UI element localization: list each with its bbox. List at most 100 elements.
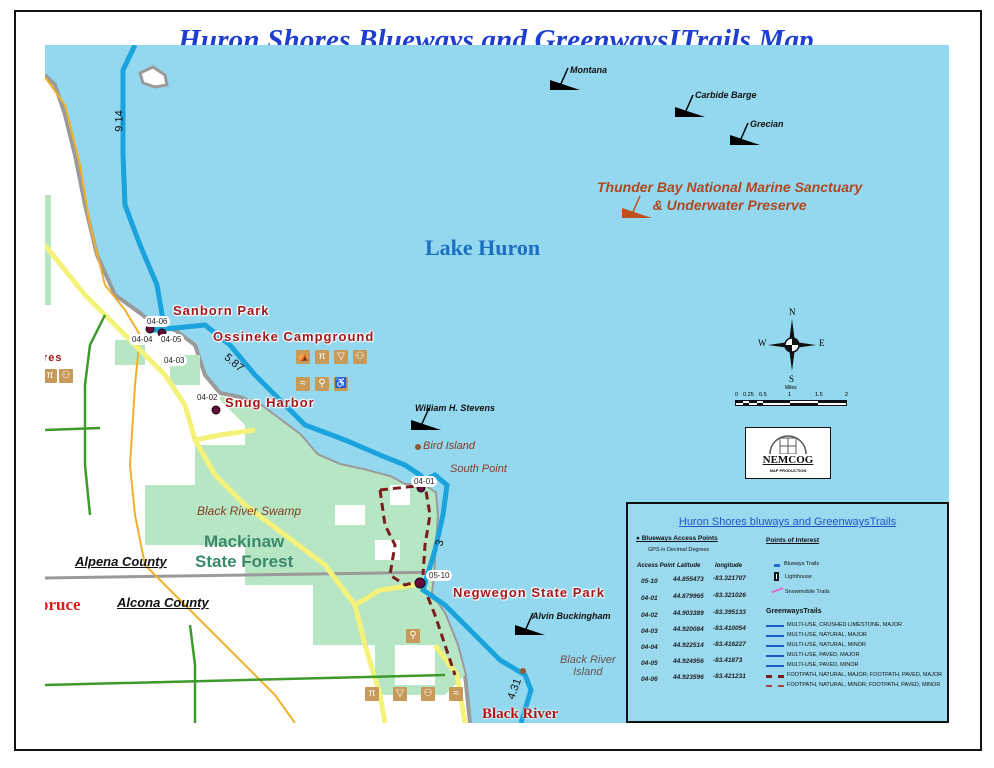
footpaths (378, 483, 457, 676)
trail-swatch-icon (766, 655, 784, 657)
black-river-island-line1: Black River (560, 654, 616, 666)
column-header-longitude: longitude (715, 563, 742, 569)
snowmobile-trail-swatch-icon (771, 587, 785, 596)
scale-tick: 2 (845, 392, 849, 398)
row-lat: 44.879965 (673, 593, 704, 600)
row-lon: -83.416227 (713, 641, 746, 648)
row-lon: -83.421231 (713, 673, 746, 680)
place-partial-left-bottom: pruce (45, 595, 81, 614)
sanctuary-label-line1: Thunder Bay National Marine Sanctuary (597, 179, 863, 195)
black-river-island-line2: Island (573, 666, 603, 678)
accessible-fishing-icon: ♿ (334, 377, 348, 391)
row-lat: 44.923596 (673, 674, 704, 681)
drinking-water-icon: ▽ (393, 687, 407, 701)
wreck-label-carbide-barge[interactable]: Carbide Barge (695, 90, 757, 100)
row-id: 05-10 (641, 578, 658, 585)
mackinaw-state-forest-label: Mackinaw State Forest (195, 532, 293, 572)
black-river-swamp-label: Black River Swamp (197, 504, 302, 518)
place-negwegon-state-park[interactable]: Negwegon State Park (453, 585, 605, 600)
scale-unit: Miles (785, 385, 797, 391)
map-canvas[interactable]: Lake Huron Thunder Bay National Marine S… (45, 45, 949, 723)
greenways-item: MULTI-USE, PAVED, MINOR (787, 662, 859, 668)
access-tag-04-01[interactable]: 04-01 (411, 476, 438, 487)
logo-emblem-icon (769, 435, 807, 454)
access-points-heading: ● Blueways Access Points (636, 535, 718, 542)
lake-huron-label: Lake Huron (425, 235, 541, 260)
greenways-item: MULTI-USE, NATURAL, MAJOR (787, 632, 867, 638)
distance-label-9-14: 9.14 (113, 110, 126, 132)
forest-label-line2: State Forest (195, 552, 294, 571)
greenways-item: FOOTPATH, NATURAL, MINOR; FOOTPATH, PAVE… (787, 682, 941, 688)
place-ossineke-campground[interactable]: Ossineke Campground (213, 329, 375, 344)
drinking-water-icon: ▽ (334, 350, 348, 364)
sanctuary-label-line2: & Underwater Preserve (652, 197, 807, 213)
trail-swatch-icon (766, 665, 784, 667)
compass-icon (768, 319, 816, 371)
small-island (138, 65, 169, 89)
hiking-icon: ⚲ (406, 629, 420, 643)
scale-tick: 0 (735, 392, 739, 398)
logo-name: NEMCOG (762, 454, 814, 466)
wreck-label-grecian[interactable]: Grecian (750, 119, 784, 129)
place-black-river[interactable]: Black River (482, 706, 559, 722)
compass-s: S (789, 374, 795, 384)
column-header-latitude: Latitude (677, 563, 701, 569)
access-tag-04-05[interactable]: 04-05 (158, 334, 185, 345)
black-river-island-label: Black River Island (560, 654, 616, 678)
row-lon: -83.41873 (713, 657, 743, 664)
picnic-icon: π (365, 687, 379, 701)
restrooms-icon: ⚇ (59, 369, 73, 383)
wreck-label-alvin-buckingham[interactable]: Alvin Buckingham (532, 611, 611, 621)
place-sanborn-park[interactable]: Sanborn Park (173, 303, 270, 318)
row-lat: 44.855473 (673, 576, 704, 583)
access-tag-04-03[interactable]: 04-03 (161, 355, 188, 366)
lighthouse-icon (774, 572, 779, 581)
access-tag-05-10[interactable]: 05-10 (426, 570, 453, 581)
scale-tick: 1.5 (815, 392, 823, 398)
row-lon: -83.410054 (713, 625, 746, 632)
row-lon: -83.321707 (713, 575, 746, 582)
access-tag-04-02[interactable]: 04-02 (194, 392, 221, 403)
legend-title: Huron Shores bluways and GreenwaysTrails (678, 516, 897, 528)
wreck-label-william-h-stevens[interactable]: William H. Stevens (415, 403, 495, 413)
row-lat: 44.922514 (673, 642, 704, 649)
place-snug-harbor[interactable]: Snug Harbor (225, 395, 315, 410)
trail-swatch-icon (766, 635, 784, 637)
trail-green (45, 314, 446, 723)
hiking-icon: ⚲ (315, 377, 329, 391)
restrooms-icon: ⚇ (353, 350, 367, 364)
trail-swatch-icon (766, 645, 784, 647)
scale-tick: 0.5 (759, 392, 767, 398)
legend-panel: Huron Shores bluways and GreenwaysTrails… (626, 502, 949, 723)
trail-swatch-icon (766, 625, 784, 627)
access-tag-04-06[interactable]: 04-06 (144, 316, 171, 327)
footpath-minor-swatch-icon (766, 685, 784, 687)
south-point-label: South Point (450, 463, 507, 475)
row-id: 04-01 (641, 595, 658, 602)
logo-subtitle: MAP PRODUCTION (769, 468, 807, 473)
gps-note: GPS in Decimal Degrees (648, 547, 710, 553)
place-partial-left-top: res (45, 352, 63, 364)
poi-heading: Points of Interest (766, 537, 820, 544)
access-points-heading-text: Blueways Access Points (641, 535, 718, 542)
row-id: 04-03 (641, 628, 658, 635)
picnic-icon: π (315, 350, 329, 364)
swimming-icon: ≈ (296, 377, 310, 391)
greenways-item: FOOTPATH, NATURAL, MAJOR; FOOTPATH, PAVE… (787, 672, 943, 678)
trail-yellow (45, 243, 256, 443)
wreck-label-montana[interactable]: Montana (570, 65, 607, 75)
row-id: 04-06 (641, 676, 658, 683)
shipwreck-icons (411, 67, 760, 635)
poi-item: Snowmobile Trails (785, 589, 830, 595)
compass-n: N (789, 307, 796, 317)
forest-label-line1: Mackinaw (203, 532, 285, 551)
access-tag-04-04[interactable]: 04-04 (129, 334, 156, 345)
blueways-swatch-icon (774, 564, 780, 567)
row-lat: 44.903389 (673, 610, 704, 617)
nemcog-logo: NEMCOG MAP PRODUCTION (745, 427, 831, 479)
column-header-access-point: Access Point (637, 563, 675, 569)
greenways-heading: GreenwaysTrails (766, 608, 822, 615)
greenways-item: MULTI-USE, NATURAL, MINOR (787, 642, 866, 648)
scale-tick: 1 (788, 392, 792, 398)
sanctuary-label: Thunder Bay National Marine Sanctuary & … (597, 178, 862, 214)
